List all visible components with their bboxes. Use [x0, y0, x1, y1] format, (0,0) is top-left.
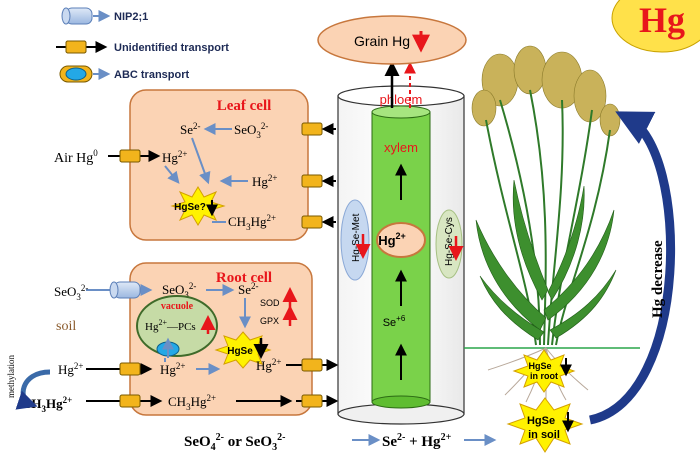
equation-reactants: SeO42- or SeO32-: [184, 432, 285, 453]
methylation-label: methylation: [6, 355, 16, 398]
root-se2-label: Se2-: [238, 281, 259, 297]
vessel-hg2-node: [376, 222, 426, 258]
rice-panicles: [471, 45, 621, 137]
leaf-cell: Leaf cell Se2- SeO32- Hg2+ Hg2+ HgSe? CH…: [129, 89, 309, 241]
root-cell: Root cell SeO32- Se2- SOD GPX vacuole Hg…: [129, 262, 313, 416]
leaf-transporter-2: [301, 174, 323, 188]
leaf-cell-title: Leaf cell: [217, 98, 272, 114]
xylem-label: xylem: [384, 140, 418, 155]
soil-seo3-label: SeO32-: [54, 283, 88, 302]
root-transporter-out-hg: [301, 358, 323, 372]
hgse-in-root-star: [512, 349, 576, 393]
leaf-hg2-label: Hg2+: [162, 149, 187, 165]
hg-se-cys-label: Hg-Se-Cys: [444, 217, 455, 266]
air-hg0-label: Air Hg0: [54, 148, 98, 166]
methylation-arrow: [15, 369, 51, 410]
legend-abc-label: ABC transport: [114, 69, 190, 81]
root-hg2-right-label: Hg2+: [256, 357, 281, 373]
rice-leaves: [475, 179, 617, 341]
soil-hg2-label: Hg2+: [58, 361, 83, 377]
vessel-se6-label: Se+6: [383, 314, 406, 329]
hg-decrease-label: Hg decrease: [650, 240, 666, 318]
equation-products: Se2- + Hg2+: [382, 432, 452, 450]
root-hgse-label: HgSe: [227, 346, 253, 357]
legend: NIP2;1 Unidentified transport ABC transp…: [56, 7, 229, 83]
hg-se-met-pill: [340, 199, 370, 281]
root-transporter-ch3hg: [119, 394, 141, 408]
hgse-in-root-label-2: in root: [530, 371, 558, 381]
grain-hg-label: Grain Hg: [354, 33, 410, 49]
leaf-hg2-to-hgse-arrow: [164, 165, 180, 184]
root-nip-transporter: [109, 281, 141, 299]
vascular-cylinder: phloem xylem Hg2+ Se+6 Hg-Se-Met Hg-Se-C…: [337, 61, 465, 425]
root-seo3-label: SeO32-: [162, 281, 196, 300]
soil-label: soil: [56, 319, 76, 334]
root-cell-title: Root cell: [216, 270, 272, 286]
bottom-equation: SeO42- or SeO32- Se2- + Hg2+: [184, 432, 497, 453]
legend-unidentified-label: Unidentified transport: [114, 42, 229, 54]
hgse-in-soil-label-2: in soil: [528, 429, 560, 441]
grain-hg-node: Grain Hg: [317, 15, 467, 65]
hgse-in-soil-label-1: HgSe: [527, 415, 555, 427]
hg-badge: Hg: [611, 0, 700, 53]
root-hgse-star: [214, 331, 272, 369]
leaf-transporter-3: [301, 215, 323, 229]
vessel-hg2-label: Hg2+: [378, 231, 406, 248]
root-hg2-label: Hg2+: [160, 361, 185, 377]
rice-plant-illustration: HgSe in root HgSe in soil: [464, 45, 640, 453]
vacuole: vacuole Hg2+—PCs: [136, 295, 218, 358]
leaf-hg2-right-label: Hg2+: [252, 173, 277, 189]
leaf-transporter-1: [301, 122, 323, 136]
hg-se-cys-pill: [435, 209, 463, 279]
root-ch3hg-label: CH3Hg2+: [168, 393, 216, 412]
root-transporter-out-ch3hg: [301, 394, 323, 408]
root-sod-label: SOD: [260, 298, 280, 308]
leaf-transporters: [108, 122, 336, 229]
leaf-se2-to-hgse-arrow: [191, 137, 211, 185]
hgse-in-root-label-1: HgSe: [528, 361, 551, 371]
root-gpx-label: GPX: [260, 316, 279, 326]
legend-nip-label: NIP2;1: [114, 11, 148, 23]
hg-se-met-label: Hg-Se-Met: [351, 213, 362, 262]
root-transporters: [86, 281, 339, 408]
leaf-ch3hg-label: CH3Hg2+: [228, 213, 276, 232]
root-transporter-hg: [119, 362, 141, 376]
leaf-hgse-label: HgSe?: [174, 202, 206, 213]
hg-pcs-label: Hg2+—PCs: [145, 318, 196, 333]
leaf-seo3-label: SeO32-: [234, 121, 268, 140]
phloem-label: phloem: [380, 92, 423, 107]
nip-transporter-icon: [61, 7, 93, 25]
hgse-in-soil-star: [506, 397, 584, 453]
hg-badge-text: Hg: [639, 0, 685, 40]
leaf-se2-label: Se2-: [180, 121, 201, 137]
hg-decrease-arrow: [588, 111, 676, 425]
vacuole-label: vacuole: [161, 301, 194, 312]
